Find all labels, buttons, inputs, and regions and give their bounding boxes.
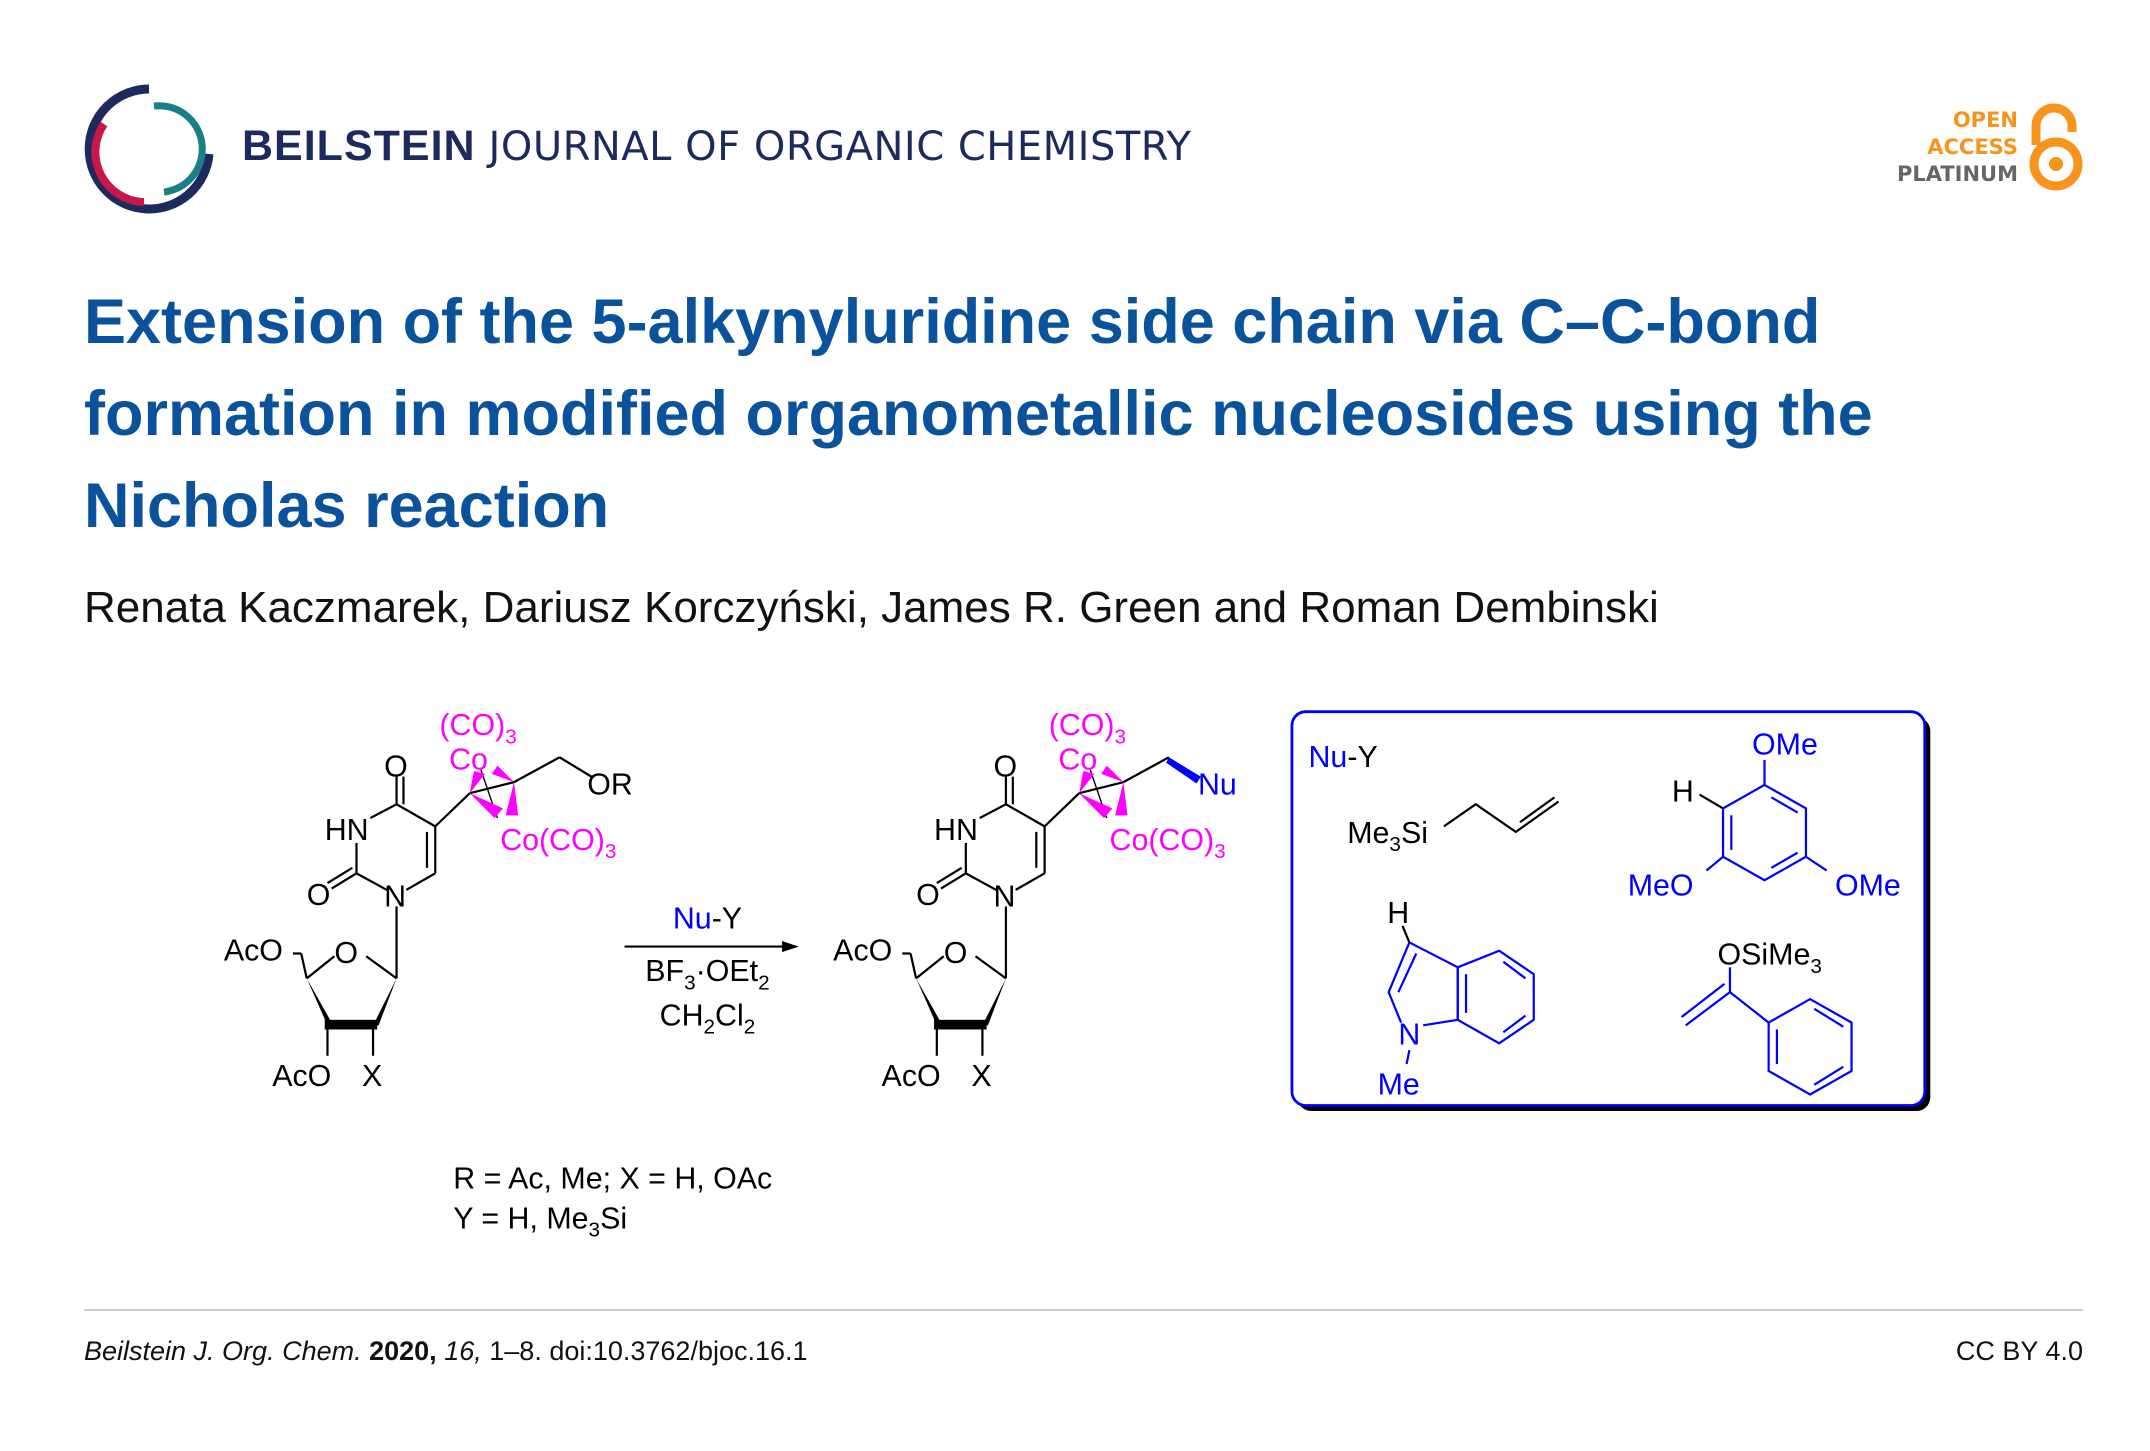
osime3-label: OSiMe3 <box>1718 938 1822 978</box>
platinum-label: PLATINUM <box>1896 162 2018 186</box>
journal-name: BEILSTEIN JOURNAL OF ORGANIC CHEMISTRY <box>242 122 1192 170</box>
svg-text:AcO: AcO <box>833 933 892 967</box>
svg-text:Co: Co <box>1058 743 1097 777</box>
svg-text:HN: HN <box>934 813 978 847</box>
aco-label: AcO <box>224 933 283 967</box>
box-title: Nu-Y <box>1309 740 1378 774</box>
or-label: OR <box>587 768 633 802</box>
svg-text:X: X <box>971 1059 991 1093</box>
h-label: H <box>1672 774 1694 808</box>
h-label: H <box>1387 896 1409 930</box>
svg-text:AcO: AcO <box>882 1059 941 1093</box>
license-label[interactable]: CC BY 4.0 <box>1955 1336 2083 1366</box>
co3-label: (CO)3 <box>439 708 516 748</box>
solvent-label: CH2Cl2 <box>660 998 756 1038</box>
article-authors: Renata Kaczmarek, Dariusz Korczyński, Ja… <box>84 583 1659 632</box>
ring-oxygen-label: O <box>334 936 358 970</box>
nu-label: Nu <box>1198 768 1237 802</box>
access-label: ACCESS <box>1927 135 2018 159</box>
product-structure: (CO)3 Co Co(CO)3 O HN O N AcO O AcO X Nu <box>833 708 1237 1093</box>
svg-text:O: O <box>993 750 1017 784</box>
silyl-enol-ether-structure <box>1680 967 1853 1096</box>
trimethoxybenzene-structure <box>1698 760 1828 882</box>
svg-text:Co(CO)3: Co(CO)3 <box>1110 823 1226 863</box>
svg-text:O: O <box>944 936 968 970</box>
meo-label: MeO <box>1628 868 1694 902</box>
open-access-lock-icon <box>2029 103 2083 191</box>
r-x-definition: R = Ac, Me; X = H, OAc <box>453 1161 772 1195</box>
citation: Beilstein J. Org. Chem. 2020, 16, 1–8. d… <box>84 1336 808 1366</box>
ome-label: OMe <box>1752 728 1818 762</box>
allyltrimethylsilane-label: Me3Si <box>1347 816 1428 856</box>
footer-divider <box>84 1309 2083 1311</box>
oxygen-label: O <box>307 878 331 912</box>
aco-label: AcO <box>272 1059 331 1093</box>
nucleophile-box: Nu-Y Me3Si OMe H MeO OMe H <box>1290 710 1931 1112</box>
cobalt-label: Co <box>449 743 488 777</box>
co-co3-label: Co(CO)3 <box>500 823 616 863</box>
svg-text:O: O <box>916 878 940 912</box>
open-access-label: OPEN <box>1952 108 2018 132</box>
ome-label: OMe <box>1835 868 1901 902</box>
reagent-label: Nu-Y <box>673 902 742 936</box>
svg-text:N: N <box>993 880 1015 914</box>
y-definition: Y = H, Me3Si <box>453 1201 627 1241</box>
starting-material-structure <box>291 756 561 1057</box>
svg-text:(CO)3: (CO)3 <box>1049 708 1126 748</box>
x-label: X <box>362 1059 382 1093</box>
beilstein-logo <box>84 84 214 214</box>
nitrogen-label: N <box>384 880 406 914</box>
lewis-acid-label: BF3·OEt2 <box>645 954 769 994</box>
nh-label: HN <box>325 813 369 847</box>
doi-link[interactable]: 1–8. doi:10.3762/bjoc.16.1 <box>489 1336 808 1366</box>
methylindole-structure <box>1387 925 1535 1065</box>
indole-n-label: N <box>1398 1018 1420 1052</box>
me-label: Me <box>1378 1067 1420 1101</box>
oxygen-label: O <box>384 750 408 784</box>
article-title: Extension of the 5-alkynyluridine side c… <box>84 287 1873 541</box>
